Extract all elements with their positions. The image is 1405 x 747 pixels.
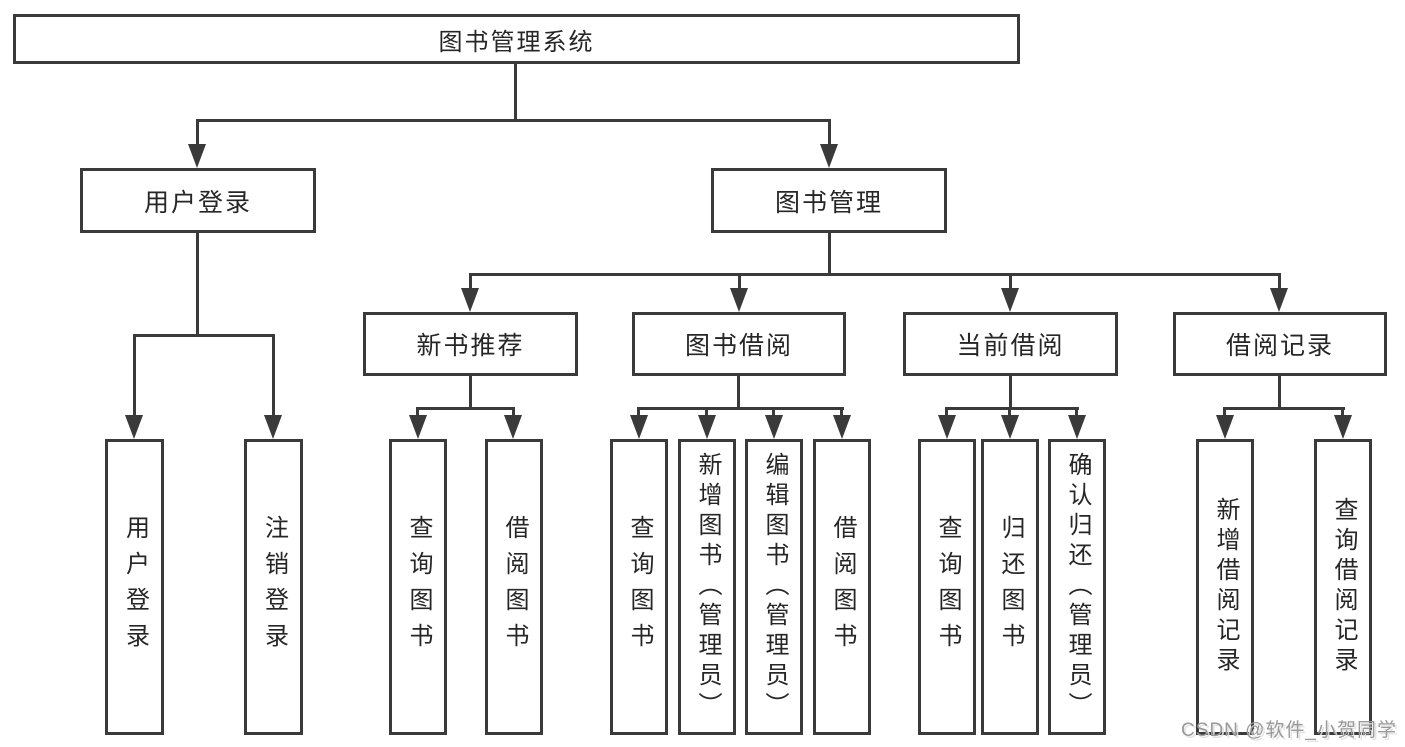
connector-drop-leaf — [1341, 407, 1344, 417]
arrow-down-icon — [698, 415, 716, 439]
connector-user-login-stem — [196, 233, 199, 337]
connector-drop-leaf — [945, 407, 948, 417]
node-root: 图书管理系统 — [13, 14, 1020, 64]
connector-drop-leaf — [272, 334, 275, 417]
connector-book-management-stem — [828, 233, 831, 276]
connector-drop-leaf — [1008, 407, 1011, 417]
connector-new-book-stem — [469, 376, 472, 410]
node-leaf-return-books: 归还图书 — [981, 439, 1039, 735]
connector-current-borrowing-stem — [1009, 376, 1012, 410]
connector-root-stem — [514, 64, 517, 122]
arrow-down-icon — [630, 415, 648, 439]
connector-drop-leaf — [512, 407, 515, 417]
connector-drop-level3 — [738, 273, 741, 289]
node-leaf-logout: 注销登录 — [244, 439, 303, 735]
connector-drop-level3 — [1009, 273, 1012, 289]
arrow-down-icon — [1216, 415, 1234, 439]
node-leaf-query-books-2: 查询图书 — [610, 439, 668, 735]
arrow-down-icon — [765, 415, 783, 439]
connector-user-login-branch — [133, 334, 275, 337]
node-leaf-borrow-books-1: 借阅图书 — [485, 439, 543, 735]
connector-drop-book-management — [828, 119, 831, 147]
node-leaf-user-login: 用户登录 — [105, 439, 164, 735]
node-book-management: 图书管理 — [711, 168, 947, 233]
connector-root-branch — [196, 119, 831, 122]
node-leaf-query-borrow-record: 查询借阅记录 — [1314, 439, 1372, 735]
arrow-down-icon — [409, 415, 427, 439]
arrow-down-icon — [1270, 288, 1288, 312]
connector-drop-leaf — [416, 407, 419, 417]
arrow-down-icon — [938, 415, 956, 439]
connector-book-borrowing-branch — [638, 407, 844, 410]
watermark-text: CSDN @软件_小贺同学 — [1181, 720, 1397, 741]
connector-book-management-branch — [469, 273, 1281, 276]
node-user-login: 用户登录 — [80, 168, 316, 233]
connector-drop-leaf — [772, 407, 775, 417]
arrow-down-icon — [833, 415, 851, 439]
node-book-borrowing: 图书借阅 — [632, 312, 846, 376]
arrow-down-icon — [264, 415, 282, 439]
connector-borrowing-records-stem — [1278, 376, 1281, 410]
connector-drop-leaf — [133, 334, 136, 417]
arrow-down-icon — [1001, 415, 1019, 439]
node-leaf-edit-books-admin: 编辑图书（管理员） — [745, 439, 803, 735]
connector-borrowing-records-branch — [1224, 407, 1345, 410]
node-leaf-borrow-books-2: 借阅图书 — [813, 439, 871, 735]
arrow-down-icon — [1334, 415, 1352, 439]
arrow-down-icon — [820, 144, 838, 168]
arrow-down-icon — [461, 288, 479, 312]
arrow-down-icon — [730, 288, 748, 312]
arrow-down-icon — [1068, 415, 1086, 439]
connector-drop-leaf — [1075, 407, 1078, 417]
connector-book-borrowing-stem — [737, 376, 740, 410]
connector-drop-level3 — [1278, 273, 1281, 289]
arrow-down-icon — [125, 415, 143, 439]
arrow-down-icon — [504, 415, 522, 439]
node-leaf-add-borrow-record: 新增借阅记录 — [1196, 439, 1254, 735]
arrow-down-icon — [188, 144, 206, 168]
arrow-down-icon — [1001, 288, 1019, 312]
node-leaf-query-books-1: 查询图书 — [389, 439, 447, 735]
node-leaf-query-books-3: 查询图书 — [918, 439, 976, 735]
connector-drop-leaf — [705, 407, 708, 417]
node-leaf-confirm-return-admin: 确认归还（管理员） — [1048, 439, 1106, 735]
node-current-borrowing: 当前借阅 — [903, 312, 1118, 376]
connector-current-borrowing-branch — [946, 407, 1079, 410]
connector-new-book-branch — [417, 407, 515, 410]
node-borrowing-records: 借阅记录 — [1173, 312, 1387, 376]
connector-drop-leaf — [840, 407, 843, 417]
connector-drop-leaf — [1223, 407, 1226, 417]
connector-drop-user-login — [196, 119, 199, 147]
connector-drop-level3 — [469, 273, 472, 289]
node-leaf-add-books-admin: 新增图书（管理员） — [678, 439, 736, 735]
node-new-book-recommendation: 新书推荐 — [363, 312, 578, 376]
connector-drop-leaf — [637, 407, 640, 417]
